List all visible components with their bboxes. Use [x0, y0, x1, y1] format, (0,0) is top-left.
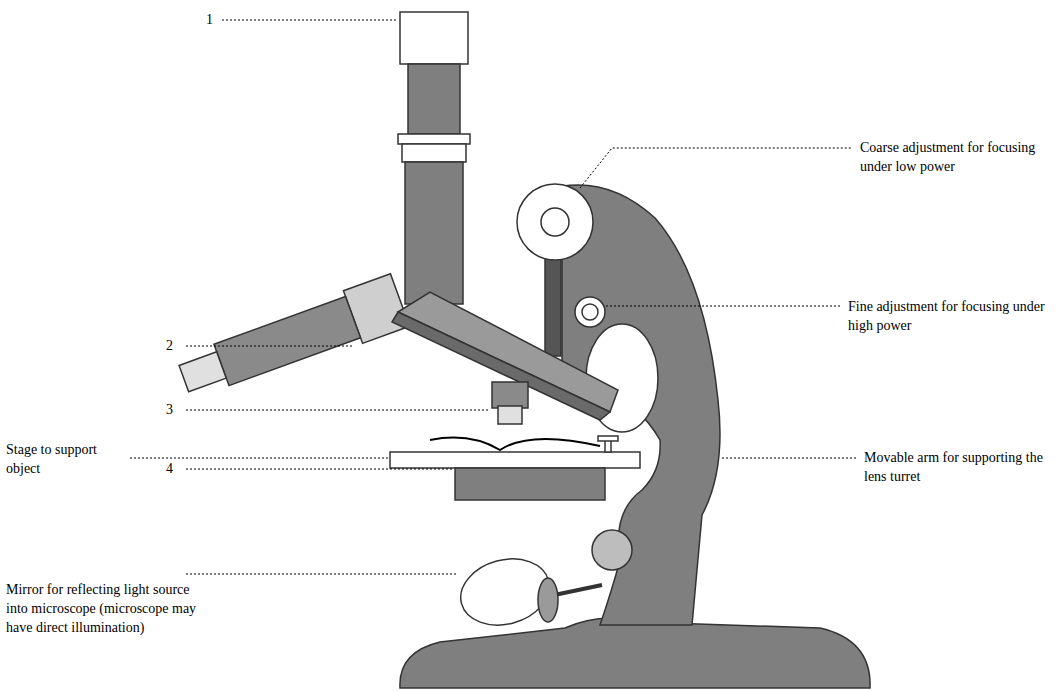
base: [400, 618, 870, 688]
stage-clip: [605, 440, 611, 452]
part-label: Coarse adjustment for focusing under low…: [860, 138, 1050, 176]
part-label: Movable arm for supporting the lens turr…: [864, 448, 1052, 486]
stage-clip: [598, 436, 618, 441]
leader-line: [186, 346, 352, 347]
callout-number: 2: [166, 336, 186, 355]
callout-number: 1: [206, 10, 226, 29]
specimen-slide: [430, 438, 600, 450]
leader-line: [606, 306, 842, 307]
tilt-joint: [592, 530, 632, 570]
leader-line: [186, 410, 490, 411]
rack: [545, 258, 561, 356]
lens-turret: [392, 312, 610, 420]
objective-lens: [492, 382, 528, 408]
leader-line: [130, 458, 388, 459]
condenser: [455, 468, 605, 500]
body-tube: [405, 162, 463, 304]
part-label: Fine adjustment for focusing under high …: [848, 297, 1048, 335]
callout-number: 3: [166, 400, 186, 419]
leader-line: [222, 20, 396, 21]
leader-line: [722, 458, 856, 459]
tube-collar: [398, 134, 470, 144]
lens-turret: [398, 292, 618, 412]
leader-line: [186, 574, 458, 575]
coarse-knob: [517, 184, 593, 260]
coarse-knob: [541, 208, 569, 236]
objective-lens: [174, 274, 409, 405]
mirror-mount: [538, 578, 558, 622]
eyepiece: [400, 12, 468, 64]
stage: [390, 452, 640, 468]
tube-collar: [402, 144, 466, 162]
objective-lens: [498, 406, 522, 424]
leader-line: [580, 148, 852, 188]
fine-knob: [575, 297, 605, 327]
fine-knob: [582, 304, 598, 320]
part-label: Mirror for reflecting light source into …: [6, 580, 211, 637]
part-label: Stage to support object: [6, 440, 124, 478]
callout-number: 4: [166, 459, 186, 478]
leader-line: [186, 469, 452, 470]
body-tube: [408, 64, 460, 134]
